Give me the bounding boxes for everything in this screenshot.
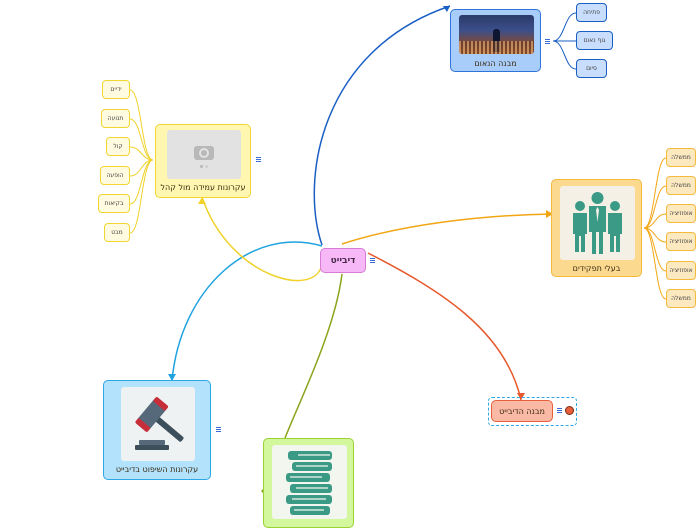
stage-photo-image — [459, 15, 534, 54]
note-icon[interactable] — [544, 38, 550, 45]
arrowhead — [443, 6, 450, 12]
arrowhead — [546, 210, 553, 218]
leaf-government[interactable]: ממשלה — [666, 176, 696, 195]
leaf-opposition[interactable]: אופוזיציה — [666, 261, 696, 280]
link-to-speech-structure — [313, 5, 451, 246]
leaf-opposition[interactable]: אופוזיציה — [666, 204, 696, 223]
speech-structure-leaf-links — [552, 12, 577, 70]
leaf-movement[interactable]: תנועה — [101, 109, 130, 128]
books-stack-icon — [272, 445, 347, 519]
judging-principles-node[interactable]: עקרונות השיפוט בדיבייט — [103, 380, 211, 480]
speech-structure-label: מבנה הנאום — [474, 59, 517, 68]
public-speaking-leaf-links — [129, 89, 154, 234]
arrowhead — [198, 197, 206, 204]
business-team-icon — [560, 186, 635, 260]
gavel-icon — [121, 387, 195, 461]
leaf-link — [129, 159, 154, 234]
leaf-link — [643, 227, 667, 300]
arrowhead — [168, 374, 176, 381]
arrowhead — [517, 393, 525, 400]
audience-rows — [459, 41, 534, 54]
debate-structure-frame — [488, 397, 577, 426]
note-icon[interactable] — [255, 156, 261, 163]
judging-label: עקרונות השיפוט בדיבייט — [115, 465, 199, 474]
leaf-hands[interactable]: ידיים — [102, 80, 130, 99]
note-icon[interactable] — [215, 426, 221, 433]
books-node[interactable] — [263, 438, 354, 528]
leaf-link — [643, 185, 667, 229]
debate-structure-label: מבנה הדיבייט — [499, 407, 545, 416]
note-icon[interactable] — [369, 257, 375, 264]
leaf-link — [129, 146, 154, 161]
leaf-opposition[interactable]: אופוזיציה — [666, 232, 696, 251]
debate-structure-node[interactable]: מבנה הדיבייט — [491, 400, 553, 422]
link-globe-icon[interactable] — [565, 406, 574, 415]
leaf-speech-body[interactable]: גוף נאום — [576, 31, 613, 50]
link-to-books — [284, 273, 343, 439]
camera-placeholder-icon — [167, 130, 241, 179]
speaker-figure — [493, 29, 500, 52]
leaf-link — [129, 89, 154, 161]
link-to-debate-structure — [367, 252, 522, 401]
central-topic-label: דיבייט — [330, 256, 356, 266]
public-speaking-label: עקרונות עמידה מול קהל — [160, 183, 246, 192]
leaf-proficiency[interactable]: בקיאות — [98, 194, 130, 213]
link-to-judging — [171, 241, 323, 382]
link-to-public-speaking — [201, 196, 323, 282]
roles-leaf-links — [643, 157, 667, 300]
leaf-link — [552, 40, 577, 70]
leaf-opening[interactable]: פתיחה — [576, 3, 607, 22]
leaf-closing[interactable]: סיום — [576, 59, 607, 78]
link-to-roles — [341, 213, 554, 245]
leaf-link — [129, 118, 154, 161]
roles-label: בעלי תפקידים — [572, 264, 621, 273]
leaf-government[interactable]: ממשלה — [666, 289, 696, 308]
leaf-link — [643, 213, 667, 229]
leaf-appearance[interactable]: הופעה — [100, 166, 130, 185]
leaf-gaze[interactable]: מבט — [104, 223, 130, 242]
roles-node[interactable]: בעלי תפקידים — [551, 179, 642, 277]
public-speaking-principles-node[interactable]: עקרונות עמידה מול קהל — [155, 124, 251, 198]
leaf-link — [552, 12, 577, 42]
leaf-voice[interactable]: קול — [106, 137, 130, 156]
note-icon[interactable] — [556, 407, 562, 414]
speech-structure-node[interactable]: מבנה הנאום — [450, 9, 541, 72]
leaf-government[interactable]: ממשלה — [666, 148, 696, 167]
central-topic-node[interactable]: דיבייט — [320, 248, 366, 273]
leaf-link — [643, 157, 667, 229]
